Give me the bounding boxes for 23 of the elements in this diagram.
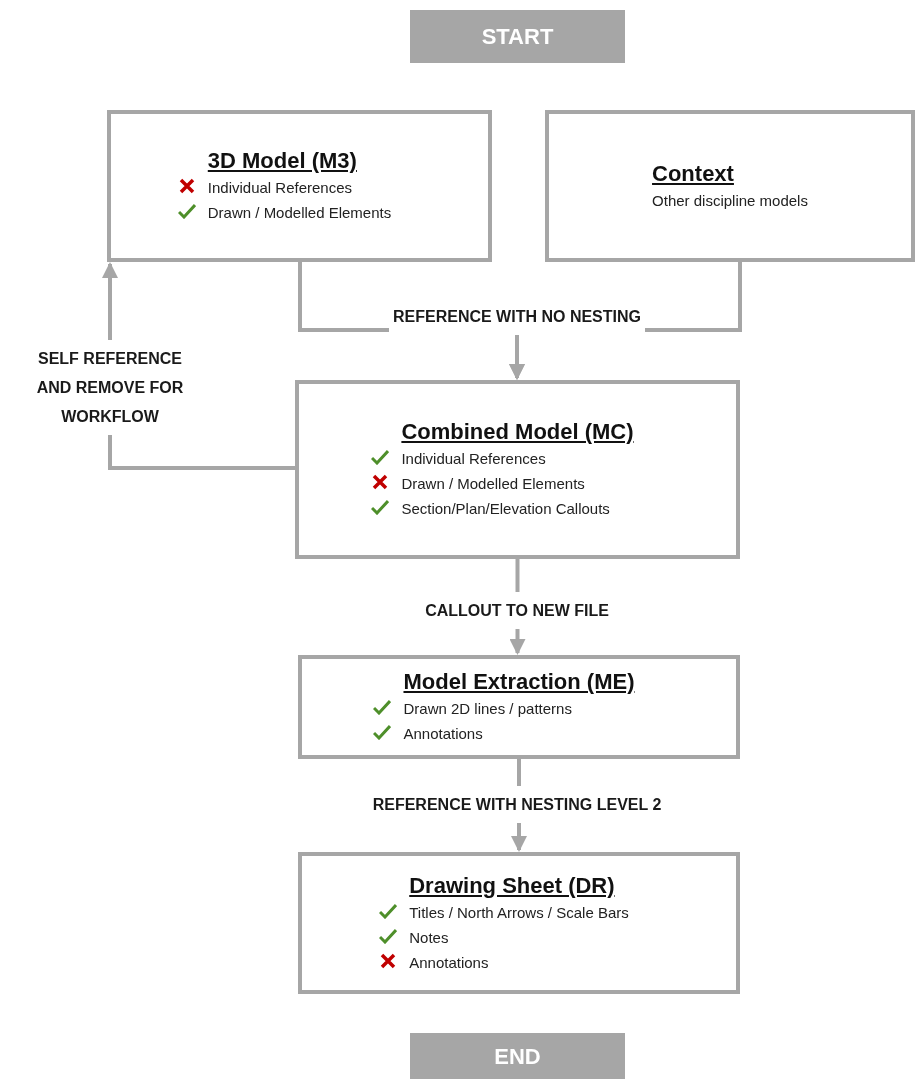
list-item: Drawn 2D lines / patterns [403, 699, 573, 719]
terminal-box: START [410, 10, 625, 63]
box-heading: Model Extraction (ME) [403, 668, 635, 696]
terminal-box: END [410, 1033, 625, 1079]
box-heading: Drawing Sheet (DR) [409, 871, 616, 900]
process-box [107, 110, 492, 262]
list-item: Individual References [401, 449, 547, 469]
list-item: Drawn / Modelled Elements [401, 474, 586, 494]
box-heading: 3D Model (M3) [207, 147, 358, 175]
list-item: Annotations [409, 952, 490, 973]
list-item: Section/Plan/Elevation Callouts [401, 499, 611, 519]
list-item: Drawn / Modelled Elements [207, 203, 392, 223]
list-item: Notes [409, 927, 450, 948]
process-box [298, 655, 740, 759]
box-heading: Combined Model (MC) [401, 418, 634, 446]
process-box [298, 852, 740, 994]
box-heading: Context [652, 159, 735, 188]
process-box [295, 380, 740, 559]
process-box [545, 110, 915, 262]
list-item: Annotations [403, 724, 484, 744]
list-item: Other discipline models [652, 190, 808, 211]
list-item: Titles / North Arrows / Scale Bars [409, 902, 629, 923]
list-item: Individual References [207, 178, 354, 198]
